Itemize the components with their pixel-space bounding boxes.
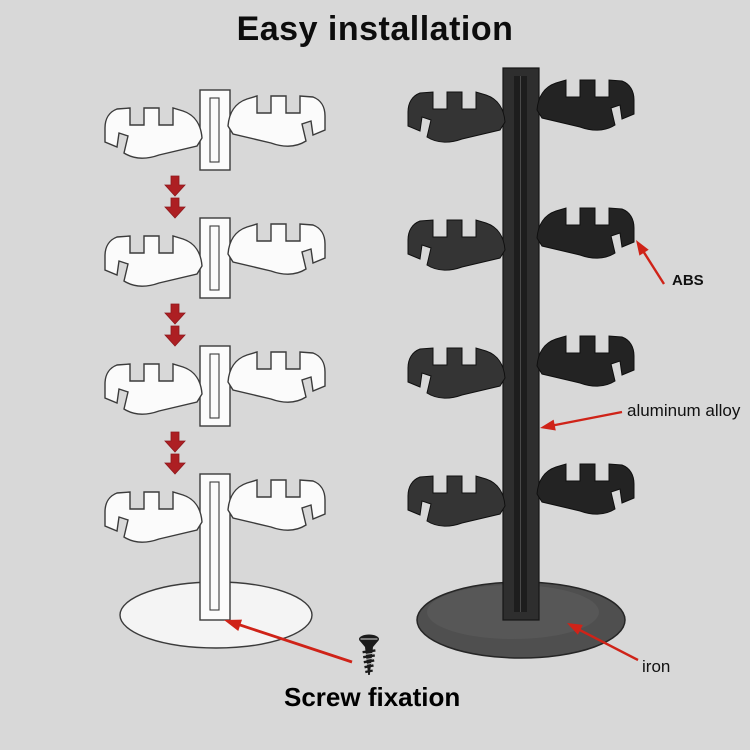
- down-arrow-icon: [164, 431, 186, 453]
- stand-pole: [502, 67, 540, 621]
- down-arrow-icon: [164, 175, 186, 197]
- down-arrow-icon: [164, 303, 186, 325]
- screw-icon: [359, 634, 379, 675]
- iron-label: iron: [642, 657, 671, 676]
- down-arrow-icon: [164, 325, 186, 347]
- down-arrow-icon: [164, 197, 186, 219]
- exploded-stand-illustration: [104, 89, 326, 649]
- down-arrow-icon: [164, 453, 186, 475]
- hook-tier: [104, 345, 326, 427]
- page-title: Easy installation: [236, 10, 514, 48]
- aluminum-alloy-label: aluminum alloy: [627, 401, 741, 420]
- hook-tier: [104, 473, 326, 621]
- assembly-arrows: [164, 175, 186, 475]
- hook-tier: [104, 89, 326, 171]
- abs-label: ABS: [672, 272, 704, 289]
- assembled-stand-illustration: [407, 67, 635, 659]
- screw-fixation-label: Screw fixation: [284, 682, 461, 712]
- hook-tier: [104, 217, 326, 299]
